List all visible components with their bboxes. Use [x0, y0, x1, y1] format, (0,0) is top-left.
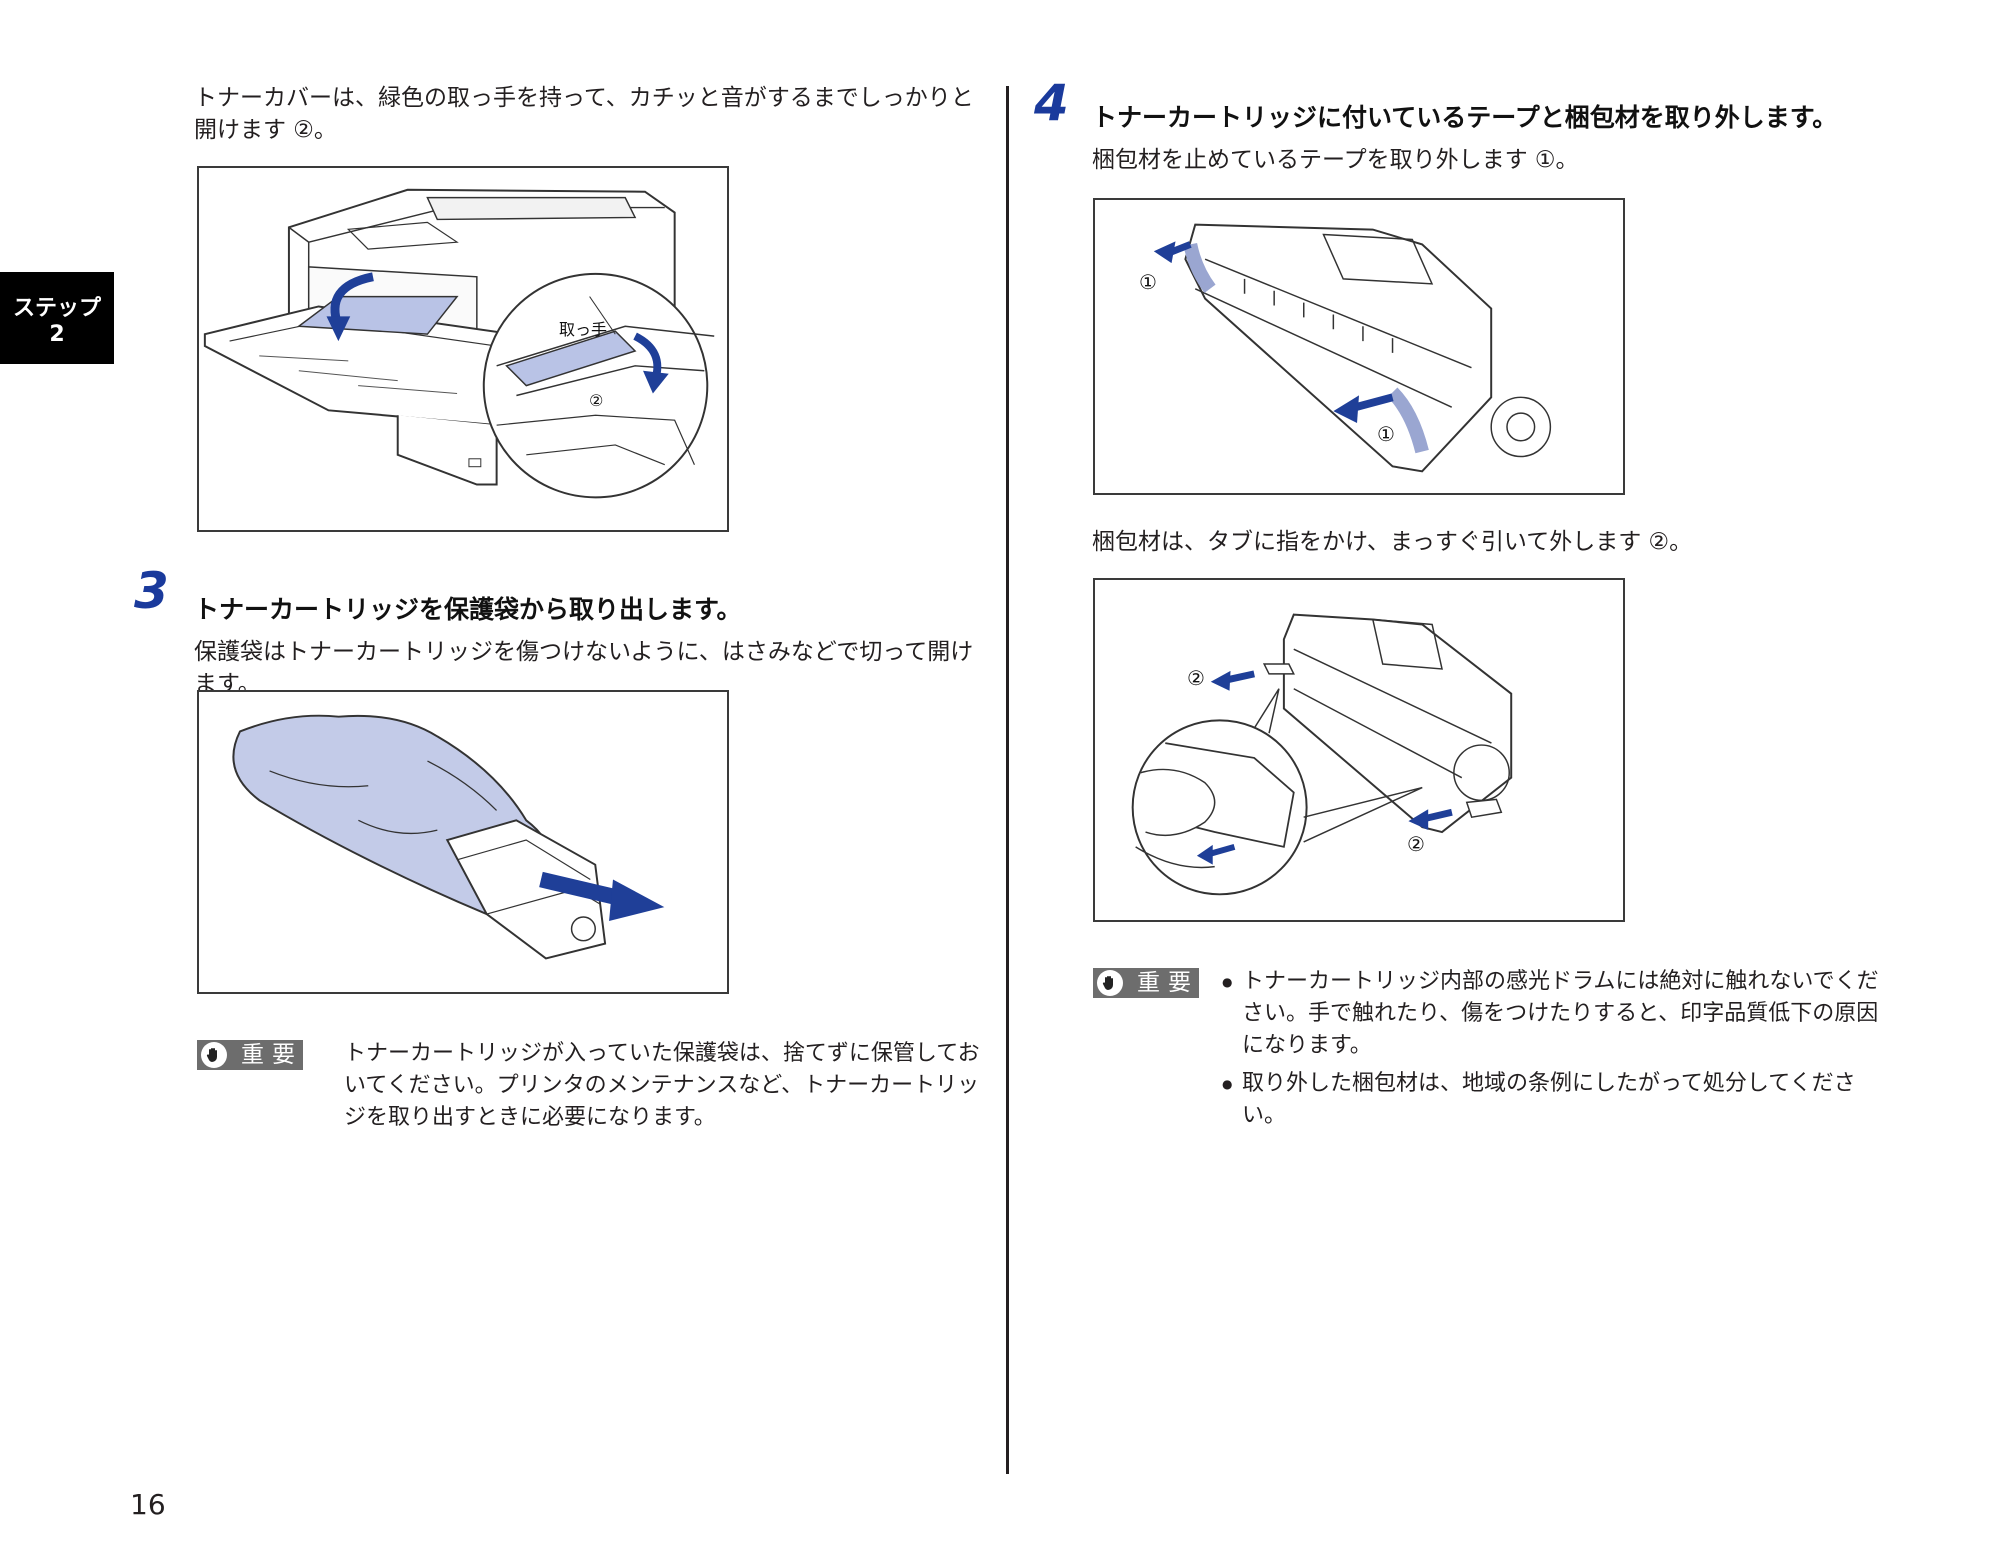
page-number: 16 [130, 1488, 166, 1521]
step4-body2: 梱包材は、タブに指をかけ、まっすぐ引いて外します ②。 [1092, 529, 1693, 555]
side-tab-line2: 2 [49, 322, 65, 347]
cartridge-packing-illustration [1131, 613, 1513, 896]
important-item: 取り外した梱包材は、地域の条例にしたがって処分してください。 [1222, 1068, 1892, 1132]
figure3-marker-a: ① [1139, 270, 1157, 294]
figure1-marker: ② [589, 391, 604, 410]
bag-illustration [232, 714, 665, 960]
figure-printer-open: 取っ手 ② [197, 166, 729, 532]
cartridge-tape-illustration [1153, 223, 1552, 473]
printer-illustration [203, 188, 715, 499]
step-side-tab: ステップ 2 [0, 272, 114, 364]
important-badge-left: 重要 [197, 1040, 303, 1070]
hand-stop-icon [1097, 970, 1123, 996]
handle-callout-label: 取っ手 [559, 320, 608, 339]
figure-protective-bag [197, 690, 729, 994]
step3-heading: トナーカートリッジを保護袋から取り出します。 [194, 595, 742, 624]
figure-remove-tape: ① ① [1093, 198, 1625, 495]
step4-number: 4 [1034, 74, 1069, 132]
important-badge-label: 重要 [1137, 970, 1199, 996]
hand-stop-icon [201, 1042, 227, 1068]
step4-heading: トナーカートリッジに付いているテープと梱包材を取り外します。 [1092, 103, 1838, 132]
step3-number: 3 [134, 562, 169, 620]
side-tab-line1: ステップ [12, 296, 101, 321]
important-badge-right: 重要 [1093, 968, 1199, 998]
step4-body1: 梱包材を止めているテープを取り外します ①。 [1092, 147, 1579, 173]
figure4-marker-b: ② [1407, 832, 1425, 856]
figure3-marker-b: ① [1377, 422, 1395, 446]
important-badge-label: 重要 [241, 1042, 303, 1068]
important-text-left: トナーカートリッジが入っていた保護袋は、捨てずに保管しておいてください。プリンタ… [344, 1041, 980, 1130]
intro-text: トナーカバーは、緑色の取っ手を持って、カチッと音がするまでしっかりと開けます ②… [194, 85, 974, 143]
column-divider [1006, 86, 1009, 1474]
figure4-marker-a: ② [1187, 666, 1205, 690]
important-item: トナーカートリッジ内部の感光ドラムには絶対に触れないでください。手で触れたり、傷… [1222, 966, 1892, 1062]
figure-remove-packing: ② ② [1093, 578, 1625, 922]
important-list-right: トナーカートリッジ内部の感光ドラムには絶対に触れないでください。手で触れたり、傷… [1222, 966, 1892, 1132]
